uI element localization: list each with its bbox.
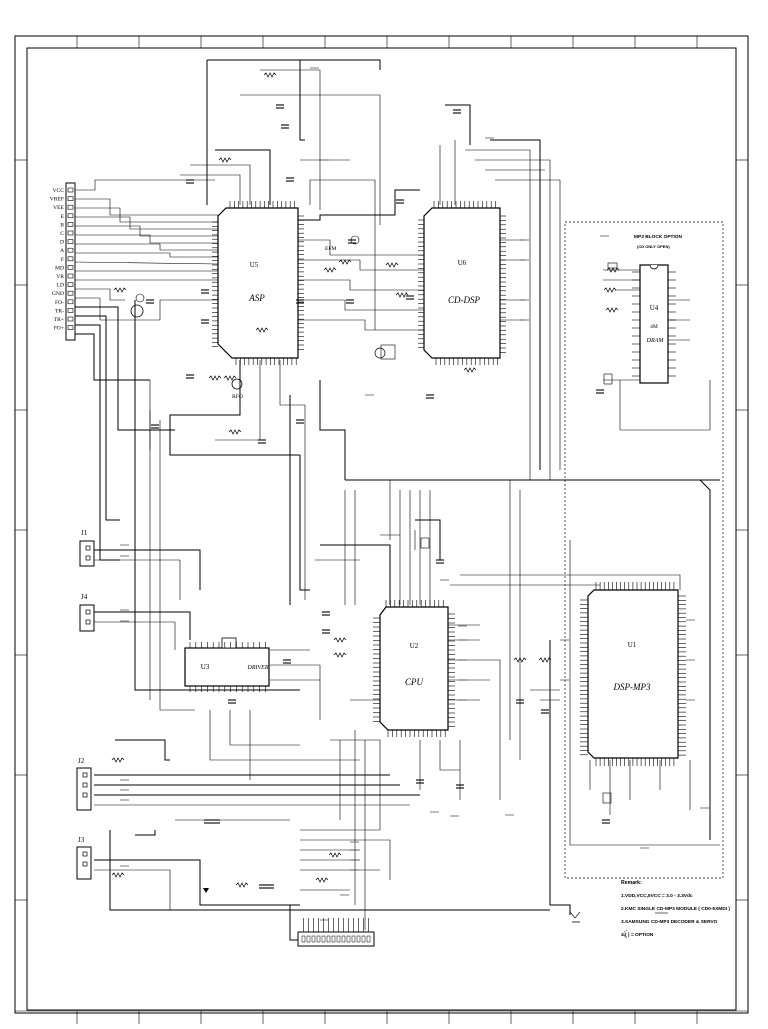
pickup-pin-label: A	[60, 248, 64, 254]
chip-u1-dsp-mp3: U1 DSP-MP3	[580, 582, 686, 766]
pickup-pin-label: LD	[57, 283, 64, 289]
pickup-pin-label: VR	[56, 274, 64, 280]
chip-u5-asp: U5 ASP	[212, 201, 304, 365]
mp3-option-block: MP3 BLOCK OPTION (CD ONLY OPEN)	[564, 221, 724, 879]
pickup-pin-label: F	[61, 257, 64, 263]
connector-j4-label: J4	[81, 593, 88, 601]
connector-j1: J1	[79, 529, 95, 567]
efm-label: EFM	[325, 246, 337, 252]
passive-components	[111, 72, 620, 923]
sheet-frame	[14, 35, 749, 1024]
pickup-pin	[67, 213, 74, 219]
chip-u6-ref: U6	[458, 259, 467, 267]
chip-u1-ref: U1	[628, 641, 637, 649]
mp3-block-title: MP3 BLOCK OPTION	[634, 234, 683, 240]
pickup-pin	[67, 239, 74, 244]
pickup-pin	[67, 256, 74, 262]
chip-u4-ref: U4	[650, 304, 659, 312]
remark-1: 1.VDD,VCC,5VCC = 3.0 - 3.3Vdc	[621, 893, 693, 899]
pickup-pin-label: GND	[52, 291, 64, 297]
pickup-pin-label: VCC	[52, 188, 64, 194]
remark-2: 2.KMC SINGLE CD-MP3 MODULE ( CD0-5XMDI )	[621, 906, 730, 912]
wiring-traces	[74, 59, 720, 941]
connector-j3: J3	[76, 836, 92, 880]
chip-u4-name: DRAM	[646, 338, 665, 344]
chip-u5-ref: U5	[250, 261, 259, 269]
chip-u5-name: ASP	[248, 293, 265, 303]
pickup-pin	[67, 230, 74, 236]
chip-u3-driver: U3 DRIVER	[184, 637, 270, 692]
chip-u3-ref: U3	[201, 663, 210, 671]
pickup-pin	[67, 187, 74, 193]
pickup-pin-label: VEE	[53, 205, 64, 211]
chip-u6-name: CD-DSP	[448, 295, 480, 305]
pickup-pin-label: B	[60, 222, 64, 228]
chip-u4-dram: U4 4M DRAM	[632, 264, 676, 384]
pickup-pin	[67, 282, 74, 287]
pickup-pin-label: TR-	[55, 308, 64, 314]
chip-u4-part: 4M	[650, 324, 658, 330]
remark-3: 3.SAMSUNG CD-MP3 DECODER & SERVO	[621, 919, 718, 925]
pickup-pin-label: E	[61, 214, 65, 220]
rfo-label: RFO	[232, 394, 243, 400]
pickup-pin	[67, 290, 74, 296]
pickup-pin	[67, 273, 74, 279]
remark-4: 4.( ) = OPTION	[621, 932, 654, 938]
pickup-pin-label: FO-	[55, 300, 64, 306]
pickup-pin-label: FO+	[54, 326, 64, 332]
net-labels	[120, 67, 709, 921]
remarks-block: Remark: 1.VDD,VCC,5VCC = 3.0 - 3.3Vdc 2.…	[621, 880, 730, 939]
remarks-title: Remark:	[621, 880, 642, 886]
pickup-pin-label: VREF	[50, 197, 64, 203]
chip-u1-name: DSP-MP3	[613, 682, 651, 692]
mp3-block-subtitle: (CD ONLY OPEN)	[637, 244, 670, 249]
chip-u2-cpu: U2 CPU	[373, 600, 455, 737]
chip-u2-name: CPU	[405, 677, 424, 687]
pickup-pin	[67, 325, 74, 330]
connector-j2-label: J2	[78, 757, 85, 765]
pickup-pin	[67, 299, 74, 305]
pickup-pin-label: TR+	[54, 317, 64, 323]
connector-j2: J2	[76, 757, 92, 811]
pickup-pin	[67, 316, 74, 322]
pickup-pin-label: D	[60, 240, 64, 246]
connector-j4: J4	[79, 593, 95, 632]
pickup-pin	[67, 308, 74, 313]
pickup-pin-label: MD	[55, 265, 64, 271]
pickup-pin	[67, 265, 74, 270]
pickup-pin	[67, 204, 74, 210]
pickup-pin	[67, 247, 74, 253]
pickup-pin-label: C	[60, 231, 64, 237]
pickup-pin	[67, 196, 74, 201]
chip-u2-ref: U2	[410, 642, 419, 650]
connector-j3-label: J3	[78, 836, 85, 844]
connector-j1-label: J1	[81, 529, 88, 537]
pickup-pin	[67, 222, 74, 227]
chip-u3-name: DRIVER	[247, 665, 269, 671]
bottom-flat-connector	[297, 918, 375, 947]
chip-u6-cd-dsp: U6 CD-DSP	[418, 201, 506, 365]
